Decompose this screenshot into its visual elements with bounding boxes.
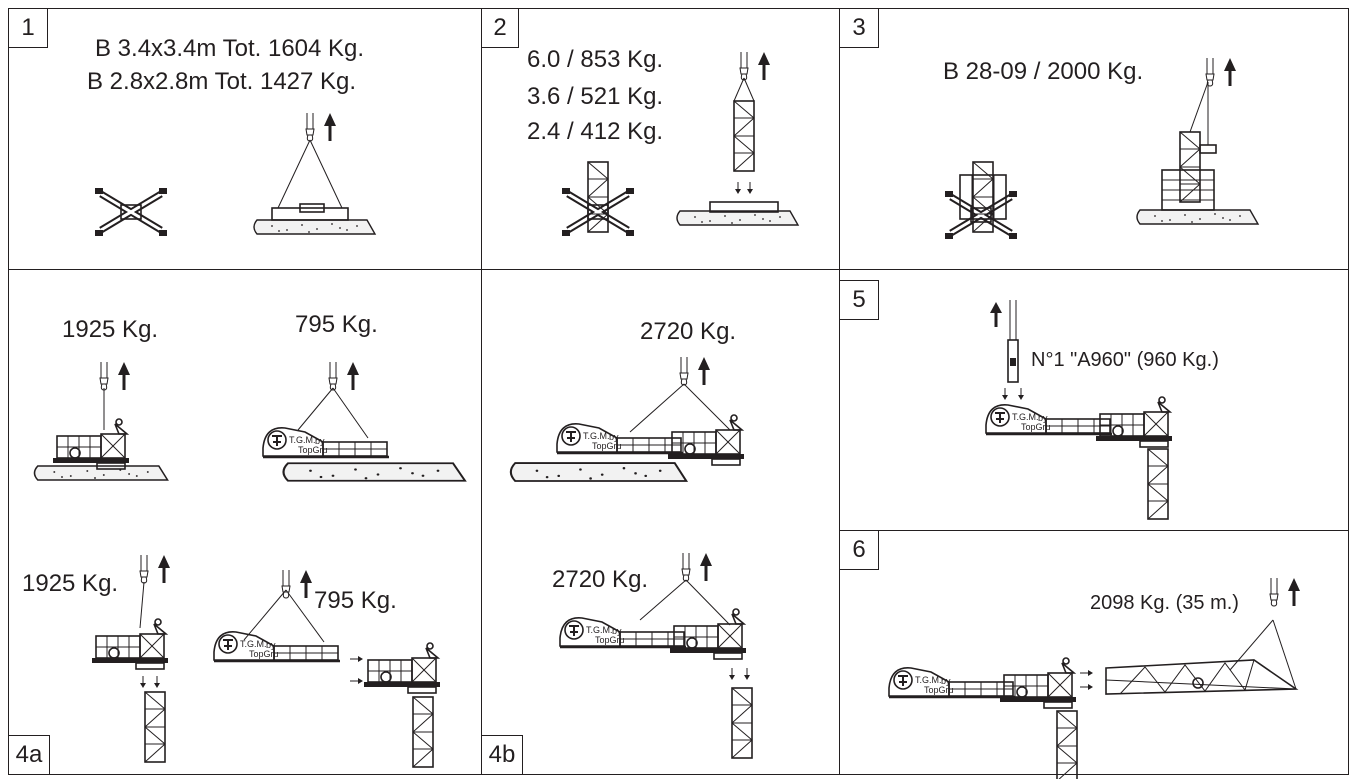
assembled-unit-on-mast-icon: [560, 551, 753, 759]
panel-4a: [8, 269, 482, 775]
counter-jib-lift-icon: [263, 360, 389, 457]
slewing-unit-weight-label-bottom: 1925 Kg.: [22, 570, 119, 597]
jib-weight-label: 2098 Kg. (35 m.): [1090, 592, 1239, 614]
mast-lift-icon: [709, 50, 779, 213]
ballast-lift-icon: [1161, 56, 1238, 211]
ground-icon: [282, 462, 467, 482]
step-number-6: 6: [839, 530, 879, 570]
cruciform-base-icon: [95, 188, 167, 236]
base-lift-icon: [271, 111, 349, 221]
mast-weight-label-2m4: 2.4 / 412 Kg.: [527, 118, 664, 145]
ballast-weight-label: B 28-09 / 2000 Kg.: [943, 58, 1144, 85]
counterweight-install-icon: [986, 300, 1173, 520]
base-weight-label-small: B 2.8x2.8m Tot. 1427 Kg.: [87, 68, 357, 95]
ground-icon: [1136, 209, 1259, 225]
step-number-1: 1: [8, 8, 48, 48]
mast-weight-label-3m6: 3.6 / 521 Kg.: [527, 83, 664, 110]
counter-jib-weight-label-bottom: 795 Kg.: [314, 587, 397, 614]
mast-weight-label-6m: 6.0 / 853 Kg.: [527, 46, 664, 73]
assembled-unit-lift-icon: [557, 355, 745, 466]
slewing-unit-on-mast-icon: [91, 553, 172, 763]
panel-2: [481, 8, 840, 270]
base-with-mast-icon: [562, 161, 634, 236]
ground-icon: [33, 465, 169, 481]
step-number-3: 3: [839, 8, 879, 48]
slewing-unit-lift-icon: [52, 360, 132, 470]
slewing-unit-weight-label-top: 1925 Kg.: [62, 316, 159, 343]
panel-5: [839, 269, 1349, 531]
assembly-weight-label-top: 2720 Kg.: [640, 318, 737, 345]
panel-6: [839, 530, 1349, 775]
counter-jib-weight-label-top: 795 Kg.: [295, 311, 378, 338]
base-weight-label-large: B 3.4x3.4m Tot. 1604 Kg.: [95, 35, 365, 62]
step-number-4b: 4b: [481, 735, 523, 775]
step-number-2: 2: [481, 8, 519, 48]
panel-4b: [481, 269, 840, 775]
panel-1: [8, 8, 482, 270]
ground-icon: [676, 210, 799, 226]
step-number-4a: 4a: [8, 735, 50, 775]
counter-jib-to-mast-icon: [214, 568, 441, 768]
jib-install-icon: [889, 576, 1302, 779]
ground-icon: [509, 462, 688, 483]
assembly-weight-label-bottom: 2720 Kg.: [552, 566, 649, 593]
counterweight-weight-label: N°1 "A960" (960 Kg.): [1031, 349, 1219, 371]
step-number-5: 5: [839, 280, 879, 320]
base-with-ballast-icon: [945, 161, 1017, 239]
ground-icon: [253, 219, 376, 235]
